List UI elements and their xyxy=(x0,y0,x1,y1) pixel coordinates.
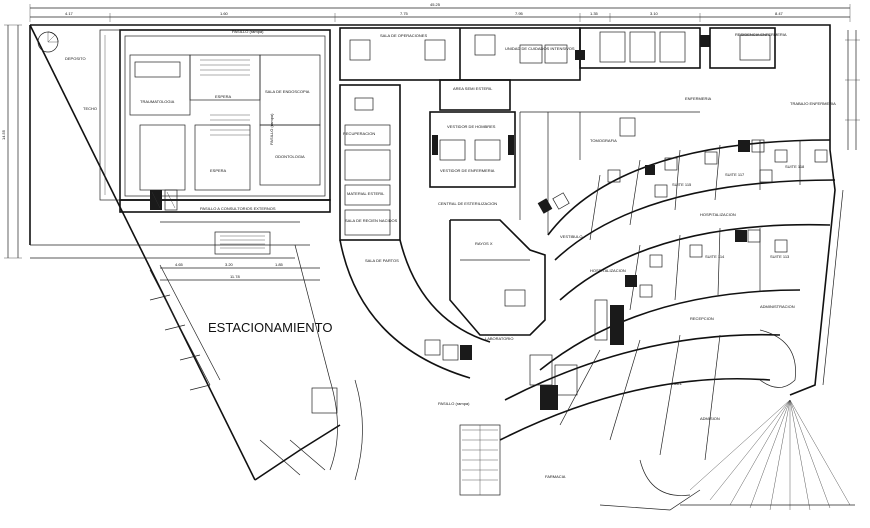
label-suite-c: SUITE 118 xyxy=(785,164,805,169)
label-laboratorio: LABORATORIO xyxy=(485,336,514,341)
dim-top-b: 1.60 xyxy=(220,11,229,16)
dim-bottom-a: 4.65 xyxy=(175,262,184,267)
label-hall: HALL xyxy=(672,381,683,386)
curved-wing-labels: HOSPITALIZACION HOSPITALIZACION SUITE 11… xyxy=(438,164,805,479)
spiral-stair xyxy=(37,31,59,53)
bottom-dimension-chain: 4.65 3.20 1.85 11.78 xyxy=(160,262,320,281)
dim-left-total: 14.55 xyxy=(1,129,6,140)
label-espera2: ESPERA xyxy=(210,168,227,173)
landscape-fan xyxy=(680,399,855,511)
right-dimension-chain xyxy=(814,30,860,386)
label-enfermeria: ENFERMERIA xyxy=(685,96,712,101)
label-farmacia: FARMACIA xyxy=(545,474,566,479)
label-central-esterilizacion: CENTRAL DE ESTERILIZACION xyxy=(438,201,497,206)
label-sala-operaciones: SALA DE OPERACIONES xyxy=(380,33,427,38)
label-endoscopia: SALA DE ENDOSCOPIA xyxy=(265,89,310,94)
left-dimension-chain: 14.55 xyxy=(1,24,22,259)
label-suite-b: SUITE 117 xyxy=(725,172,745,177)
label-hospitalizacion-mid: HOSPITALIZACION xyxy=(590,268,626,273)
top-dimension-chain: 45.25 4.17 1.60 7.75 7.95 1.35 3.10 8.47 xyxy=(29,2,851,22)
label-vestidor-hombres: VESTIDOR DE HOMBRES xyxy=(447,124,496,129)
dim-top-total: 45.25 xyxy=(430,2,441,7)
label-vestibulo: VESTIBULO xyxy=(560,234,582,239)
label-tomografia: TOMOGRAFIA xyxy=(590,138,617,143)
dim-top-c: 7.75 xyxy=(400,11,409,16)
label-rayos-x: RAYOS X xyxy=(475,241,493,246)
curved-wing xyxy=(339,139,836,496)
label-area-semi: AREA SEMI ESTERIL xyxy=(453,86,493,91)
label-vestidor-enfermeria: VESTIDOR DE ENFERMERIA xyxy=(440,168,495,173)
dim-bottom-total: 11.78 xyxy=(230,274,240,279)
label-pasillo-top: PASILLO (rampa) xyxy=(232,29,264,34)
wet-cores xyxy=(424,139,773,496)
operations-block xyxy=(339,27,776,111)
label-ucis: UNIDAD DE CUIDADOS INTENSIVOS xyxy=(505,46,575,51)
label-sala-partos: SALA DE PARTOS xyxy=(365,258,399,263)
central-block-labels: RECUPERACION VESTIDOR DE HOMBRES VESTIDO… xyxy=(343,124,617,263)
label-recien-nacidos: SALA DE RECIEN NACIDOS xyxy=(345,218,398,223)
label-material-esteril: MATERIAL ESTERIL xyxy=(347,191,385,196)
label-pasillo-bottom: PASILLO (rampa) xyxy=(438,401,470,406)
label-hospitalizacion-top: HOSPITALIZACION xyxy=(700,212,736,217)
label-residencia: RESIDENCIA ENFERMERIA xyxy=(735,32,787,37)
label-administracion: ADMINISTRACION xyxy=(760,304,795,309)
dim-bottom-b: 3.20 xyxy=(225,262,234,267)
label-pasillo-consultorios: PASILLO A CONSULTORIOS EXTERNOS xyxy=(200,206,276,211)
label-techo: TECHO xyxy=(83,106,97,111)
label-recuperacion: RECUPERACION xyxy=(343,131,375,136)
central-block xyxy=(339,84,700,241)
label-odontologia: ODONTOLOGIA xyxy=(275,154,305,159)
label-traumatologia: TRAUMATOLOGIA xyxy=(140,99,175,104)
stair-block xyxy=(160,221,300,255)
dim-bottom-c: 1.85 xyxy=(275,262,284,267)
label-trabajo-enfermeria: TRABAJO ENFERMERIA xyxy=(790,101,836,106)
dim-top-e: 1.35 xyxy=(590,11,599,16)
dim-top-g: 8.47 xyxy=(775,11,784,16)
dim-top-f: 3.10 xyxy=(650,11,659,16)
upper-left-wing-labels: DEPOSITO TECHO PASILLO (rampa) TRAUMATOL… xyxy=(65,29,310,211)
dim-top-a: 4.17 xyxy=(65,11,74,16)
site-boundary xyxy=(29,24,836,511)
dim-top-d: 7.95 xyxy=(515,11,524,16)
label-admision: ADMISION xyxy=(700,416,720,421)
label-espera: ESPERA xyxy=(215,94,232,99)
parking-area: ESTACIONAMIENTO xyxy=(149,244,363,481)
label-suite-d: SUITE 114 xyxy=(705,254,725,259)
label-suite-e: SUITE 113 xyxy=(770,254,790,259)
label-estacionamiento: ESTACIONAMIENTO xyxy=(208,320,332,335)
operations-labels: SALA DE OPERACIONES UNIDAD DE CUIDADOS I… xyxy=(380,32,836,106)
rayos-x-room xyxy=(449,219,546,336)
label-suite-a: SUITE 115 xyxy=(672,182,692,187)
label-recepcion: RECEPCION xyxy=(690,316,714,321)
label-deposito: DEPOSITO xyxy=(65,56,86,61)
consultorios-wing xyxy=(99,29,331,213)
label-pasillo-side: PASILLO (rampa) xyxy=(269,113,274,145)
